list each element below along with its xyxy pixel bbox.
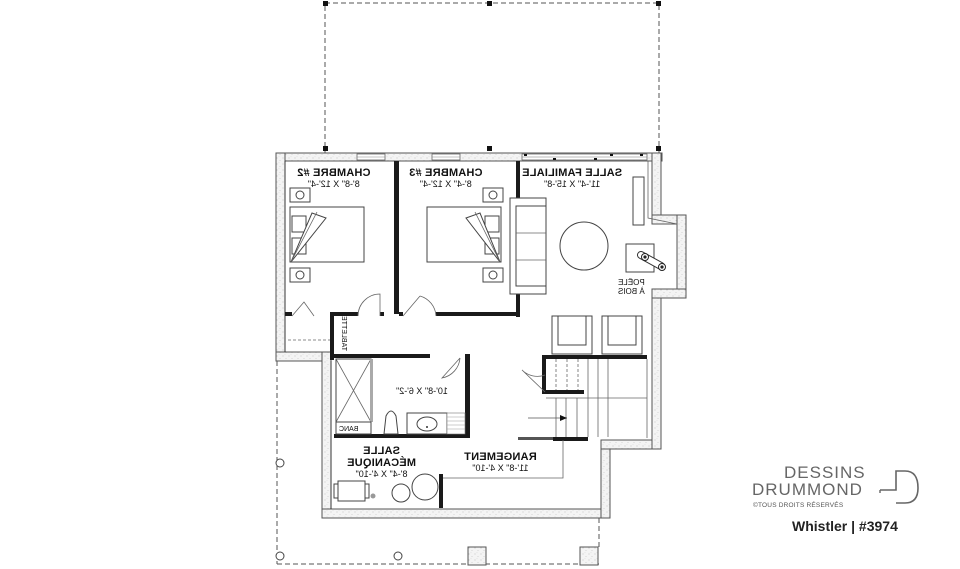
brand-line1: DESSINS xyxy=(784,463,866,482)
brand-logo-mark xyxy=(879,470,919,504)
deck-bottom xyxy=(275,361,600,566)
room-dimensions: 8'-4" X 12'-4" xyxy=(419,179,472,189)
bathroom-fixtures xyxy=(335,358,466,435)
room-name: CHAMBRE #2 xyxy=(297,167,371,179)
room-label-rangement: RANGEMENT 11'-8" X 4'-10" xyxy=(464,451,537,473)
room-label-chambre2: CHAMBRE #2 8'-8" X 12'-4" xyxy=(297,167,371,189)
exterior-walls xyxy=(275,152,687,519)
brand-copyright: ©TOUS DROITS RÉSERVÉS xyxy=(753,502,844,509)
room-label-chambre3: CHAMBRE #3 8'-4" X 12'-4" xyxy=(409,167,483,189)
room-name-line2: MÉCANIQUE xyxy=(347,457,417,469)
stairs xyxy=(528,359,648,438)
mechanical-equipment xyxy=(333,473,439,503)
poele-line2: À BOIS xyxy=(618,287,645,296)
room-label-salle-bain: 10'-8" X 6'-2" xyxy=(396,386,448,396)
room-label-salle-mecanique: SALLE MÉCANIQUE 8'-4" X 4'-10" xyxy=(347,445,416,479)
room-name: CHAMBRE #3 xyxy=(409,167,483,179)
bed-chambre2 xyxy=(289,187,365,283)
room-name: SALLE FAMILIALE xyxy=(522,167,623,179)
plan-model-name: Whistler | #3974 xyxy=(792,518,898,534)
label-banc: BANC xyxy=(339,426,359,433)
room-dimensions: 11'-8" X 4'-10" xyxy=(472,463,529,473)
room-dimensions: 8'-4" X 4'-10" xyxy=(355,469,408,479)
room-dimensions: 8'-8" X 12'-4" xyxy=(307,179,360,189)
bed-chambre3 xyxy=(426,187,504,283)
brand-line2: DRUMMOND xyxy=(752,480,863,499)
room-label-salle-familiale: SALLE FAMILIALE 11'-4" X 15'-8" xyxy=(522,167,622,189)
deck-top xyxy=(323,1,661,154)
room-dimensions: 11'-4" X 15'-8" xyxy=(543,179,601,189)
room-name: RANGEMENT xyxy=(464,451,537,463)
interior-outline xyxy=(284,161,678,509)
family-room-furniture xyxy=(509,176,666,355)
windows xyxy=(356,153,648,161)
label-poele-a-bois: POÊLE À BOIS xyxy=(618,278,645,296)
room-name-line1: SALLE xyxy=(362,445,401,457)
label-tablette: TABLETTE xyxy=(339,316,347,351)
poele-line1: POÊLE xyxy=(618,278,645,287)
doors xyxy=(291,293,546,393)
room-dimensions: 10'-8" X 6'-2" xyxy=(396,386,448,396)
